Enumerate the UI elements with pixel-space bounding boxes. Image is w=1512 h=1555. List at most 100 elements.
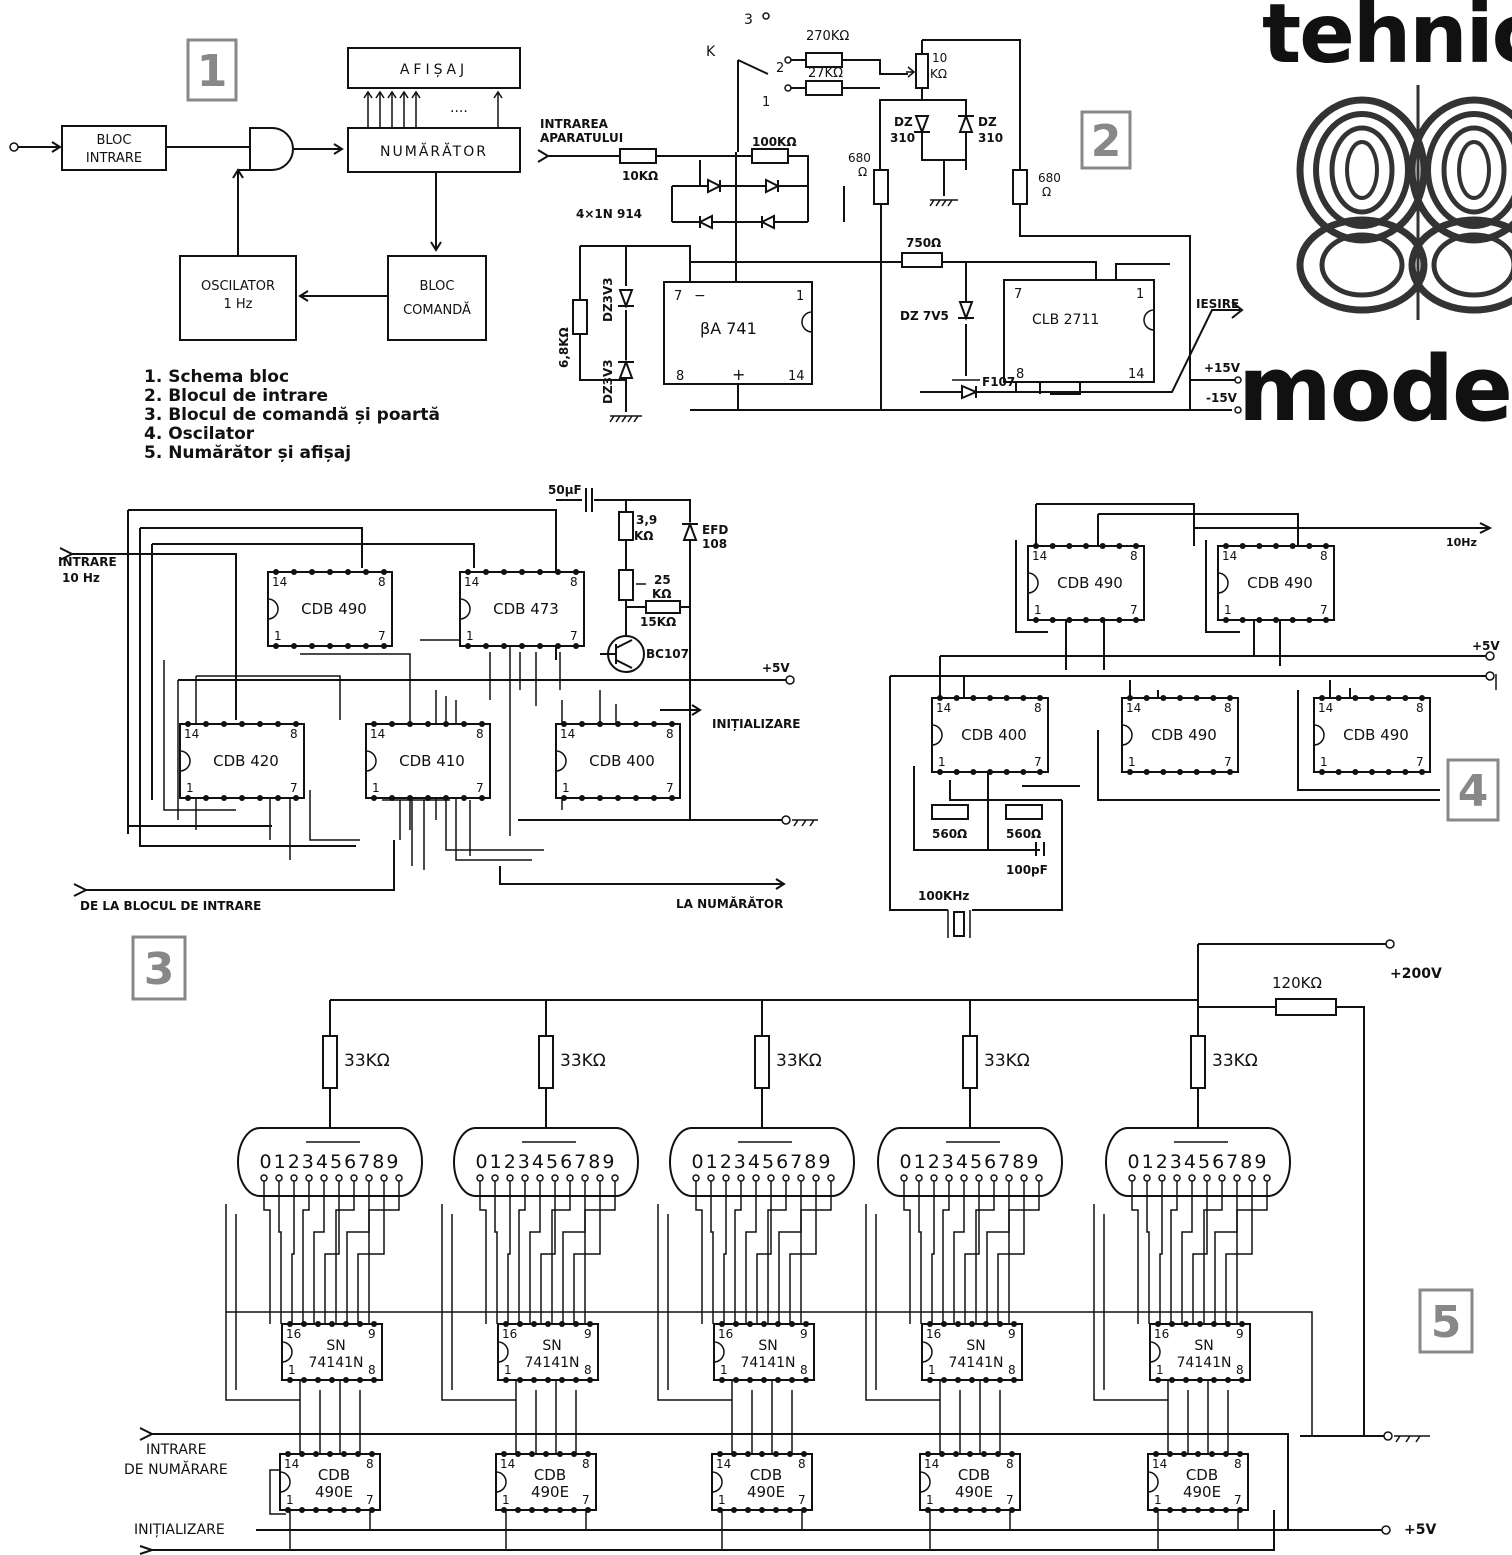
svg-text:1: 1 xyxy=(1224,603,1232,617)
svg-text:25: 25 xyxy=(654,573,671,587)
svg-text:1: 1 xyxy=(562,781,570,795)
svg-text:APARATULUI: APARATULUI xyxy=(540,131,623,145)
svg-text:7: 7 xyxy=(1034,755,1042,769)
opamp-label: βA 741 xyxy=(700,319,757,338)
svg-text:INTRAREA: INTRAREA xyxy=(540,117,609,131)
svg-text:14: 14 xyxy=(1128,367,1145,382)
svg-text:INIȚIALIZARE: INIȚIALIZARE xyxy=(134,1522,225,1538)
svg-text:CDB 490: CDB 490 xyxy=(1151,726,1217,744)
svg-text:CDB 490: CDB 490 xyxy=(1057,574,1123,592)
svg-text:8: 8 xyxy=(798,1457,806,1471)
svg-text:9: 9 xyxy=(368,1327,376,1341)
svg-text:CDB 490: CDB 490 xyxy=(301,600,367,618)
svg-text:CDB: CDB xyxy=(750,1466,782,1484)
legend-item-2: 2. Blocul de intrare xyxy=(144,386,328,406)
nixie-digits: 0123456789 xyxy=(1128,1151,1269,1173)
svg-text:9: 9 xyxy=(1008,1327,1016,1341)
svg-text:INTRARE: INTRARE xyxy=(58,555,117,569)
svg-text:14: 14 xyxy=(184,727,199,741)
svg-text:CDB 410: CDB 410 xyxy=(399,752,465,770)
svg-text:9: 9 xyxy=(584,1327,592,1341)
svg-text:7: 7 xyxy=(1234,1493,1242,1507)
legend-item-5: 5. Numărător și afișaj xyxy=(144,443,351,463)
svg-text:7: 7 xyxy=(1006,1493,1014,1507)
svg-text:EFD: EFD xyxy=(702,523,728,537)
brand-bottom: moder xyxy=(1238,337,1512,442)
svg-text:2: 2 xyxy=(1091,116,1122,167)
svg-text:1: 1 xyxy=(796,289,804,304)
section-number-1: 1 xyxy=(186,38,238,102)
diode-1n914-a xyxy=(707,178,723,194)
section-number-2: 2 xyxy=(1080,110,1132,170)
svg-text:100KΩ: 100KΩ xyxy=(752,135,797,149)
svg-text:1: 1 xyxy=(504,1363,512,1377)
zener-dz7v5 xyxy=(958,301,974,321)
svg-text:100KHz: 100KHz xyxy=(918,889,969,903)
oscillator-label-1: OSCILATOR xyxy=(201,279,275,294)
svg-text:8: 8 xyxy=(800,1363,808,1377)
section-number-3: 3 xyxy=(131,935,187,1001)
svg-text:8: 8 xyxy=(366,1457,374,1471)
svg-text:14: 14 xyxy=(1222,549,1237,563)
svg-text:5: 5 xyxy=(1431,1297,1462,1348)
svg-text:14: 14 xyxy=(370,727,385,741)
svg-text:108: 108 xyxy=(702,537,727,551)
svg-text:CDB: CDB xyxy=(534,1466,566,1484)
oscillator-box xyxy=(179,255,297,341)
counter-box xyxy=(347,127,521,173)
resistor-10k xyxy=(619,148,657,164)
svg-text:8: 8 xyxy=(1236,1363,1244,1377)
resistor-120k xyxy=(1275,998,1337,1016)
svg-text:680: 680 xyxy=(1038,171,1061,185)
brand-logo: tehnic moder xyxy=(1238,0,1512,442)
svg-text:50µF: 50µF xyxy=(548,483,582,497)
svg-text:490E: 490E xyxy=(315,1483,353,1501)
resistor-750 xyxy=(901,252,943,268)
svg-text:8: 8 xyxy=(378,575,386,589)
svg-text:SN: SN xyxy=(966,1338,985,1354)
svg-text:74141N: 74141N xyxy=(1176,1355,1231,1371)
switch-k-label: K xyxy=(706,44,716,60)
svg-text:16: 16 xyxy=(502,1327,517,1341)
zener-dz3v3-a xyxy=(618,289,634,309)
svg-text:8: 8 xyxy=(676,369,684,384)
resistor-33k xyxy=(962,1035,978,1089)
oscillator-label-2: 1 Hz xyxy=(223,297,252,312)
diode-efd108 xyxy=(682,521,698,541)
svg-text:8: 8 xyxy=(290,727,298,741)
command-label-1: BLOC xyxy=(419,279,454,294)
resistor-33k-label: 33KΩ xyxy=(984,1051,1030,1071)
svg-text:2: 2 xyxy=(776,61,784,76)
svg-text:8: 8 xyxy=(570,575,578,589)
svg-text:15KΩ: 15KΩ xyxy=(640,615,676,629)
svg-text:DZ3V3: DZ3V3 xyxy=(601,359,615,404)
svg-text:16: 16 xyxy=(718,1327,733,1341)
svg-text:14: 14 xyxy=(924,1457,939,1471)
svg-text:8: 8 xyxy=(1130,549,1138,563)
svg-text:560Ω: 560Ω xyxy=(1006,827,1041,841)
svg-text:KΩ: KΩ xyxy=(652,587,672,601)
svg-text:3,9: 3,9 xyxy=(636,513,657,527)
svg-text:7: 7 xyxy=(378,629,386,643)
svg-text:9: 9 xyxy=(1236,1327,1244,1341)
clb-label: CLB 2711 xyxy=(1032,312,1099,328)
svg-text:7: 7 xyxy=(366,1493,374,1507)
resistor-33k xyxy=(754,1035,770,1089)
svg-text:74141N: 74141N xyxy=(948,1355,1003,1371)
resistor-33k xyxy=(538,1035,554,1089)
svg-text:SN: SN xyxy=(758,1338,777,1354)
svg-text:CDB 400: CDB 400 xyxy=(589,752,655,770)
svg-text:16: 16 xyxy=(1154,1327,1169,1341)
svg-text:490E: 490E xyxy=(955,1483,993,1501)
svg-text:310: 310 xyxy=(890,131,915,145)
